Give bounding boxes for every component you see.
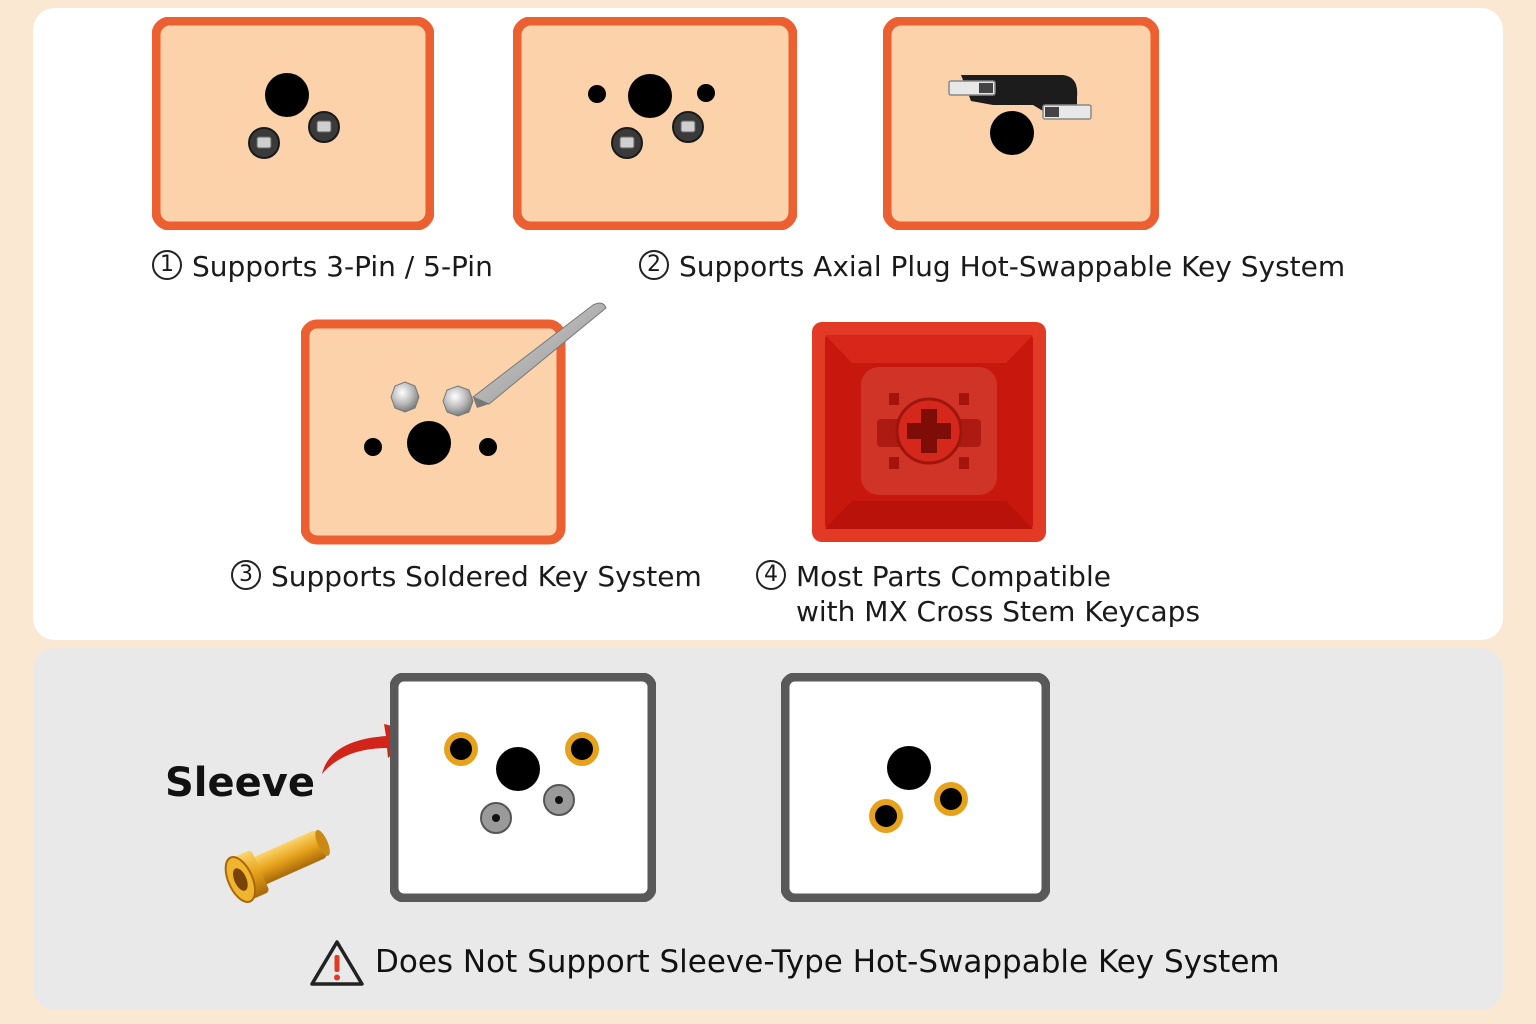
number-badge-4: 4 bbox=[756, 560, 786, 590]
warning-text: Does Not Support Sleeve-Type Hot-Swappab… bbox=[375, 944, 1280, 980]
number-badge-3: 3 bbox=[231, 560, 261, 590]
tile-soldered bbox=[301, 300, 611, 545]
caption-4-text-line1: Most Parts Compatible bbox=[796, 560, 1111, 593]
caption-1-text: Supports 3-Pin / 5-Pin bbox=[192, 250, 493, 283]
tile-5pin-hotswap bbox=[513, 17, 797, 230]
warning-triangle-icon bbox=[310, 940, 364, 986]
sleeve-3pin-illustration bbox=[781, 673, 1050, 902]
tile-axial-socket bbox=[883, 17, 1159, 230]
number-badge-1: 1 bbox=[152, 250, 182, 280]
sleeve-icon bbox=[224, 829, 330, 903]
caption-3-text: Supports Soldered Key System bbox=[271, 560, 702, 593]
caption-2: 2 Supports Axial Plug Hot-Swappable Key … bbox=[639, 249, 1345, 284]
mx-keycap-illustration bbox=[812, 322, 1046, 542]
axial-socket-illustration bbox=[883, 17, 1159, 230]
number-badge-2: 2 bbox=[639, 250, 669, 280]
caption-4-text-line2: with MX Cross Stem Keycaps bbox=[796, 595, 1201, 628]
tile-keycap bbox=[811, 321, 1047, 543]
tile-3pin-5pin bbox=[152, 17, 434, 230]
tile-sleeve-3pin bbox=[781, 673, 1050, 902]
caption-2-text: Supports Axial Plug Hot-Swappable Key Sy… bbox=[679, 250, 1346, 283]
unsupported-panel bbox=[33, 648, 1503, 1010]
tile-sleeve-plate bbox=[390, 673, 656, 902]
caption-1: 1 Supports 3-Pin / 5-Pin bbox=[152, 249, 493, 284]
caption-3: 3 Supports Soldered Key System bbox=[231, 559, 702, 594]
plate-5pin-illustration bbox=[513, 17, 797, 230]
caption-4: 4 Most Parts Compatible with MX Cross St… bbox=[756, 559, 1200, 629]
sleeve-label: Sleeve bbox=[165, 760, 315, 806]
sleeve-plate-illustration bbox=[390, 673, 656, 902]
soldered-plate-illustration bbox=[301, 302, 607, 545]
plate-3pin-5pin-illustration bbox=[152, 17, 434, 230]
